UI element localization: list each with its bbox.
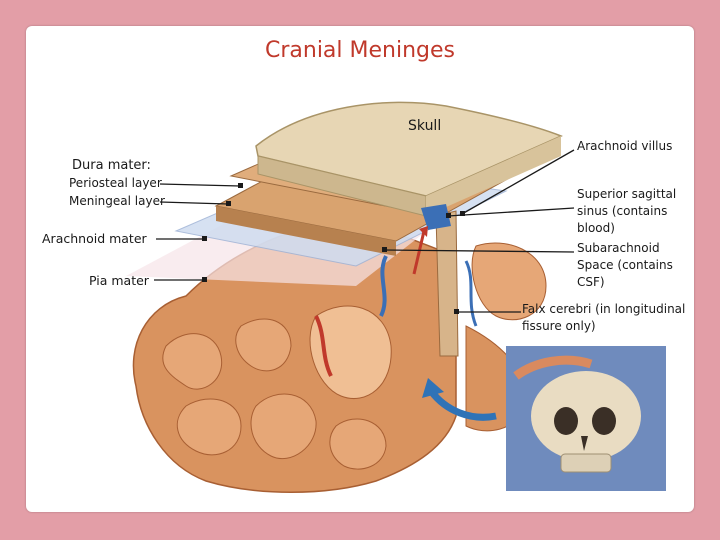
artery (314, 315, 333, 377)
dura-edge (216, 206, 396, 256)
periosteal-layer-label: Periosteal layer (69, 176, 162, 190)
vein (379, 255, 388, 317)
red-pointer (412, 230, 426, 275)
skull-inset-image (506, 346, 666, 491)
falx-cerebri (435, 210, 459, 357)
dura-mater-label: Dura mater: (72, 158, 151, 173)
meningeal-layer-label: Meningeal layer (69, 194, 165, 208)
skull-bone (255, 101, 563, 197)
meninges-illustration (126, 101, 666, 493)
slide: Cranial Meninges (26, 26, 694, 512)
pia-mater-label: Pia mater (89, 273, 149, 288)
subarachnoid-space-label: Subarachnoid Space (contains CSF) (577, 241, 673, 289)
rotation-arrow-icon (428, 388, 497, 421)
sagittal-sinus (421, 204, 451, 230)
vein-2 (464, 260, 478, 327)
arachnoid-villus-label: Arachnoid villus (577, 139, 673, 153)
superior-sagittal-sinus-label: Superior sagittal sinus (contains blood) (577, 187, 677, 235)
skull-side (426, 136, 561, 216)
leader-dots (202, 183, 465, 314)
skull-label: Skull (408, 118, 442, 134)
leader-lines (154, 149, 575, 313)
page-title: Cranial Meninges (264, 38, 455, 63)
falx-cerebri-label: Falx cerebri (in longitudinal fissure on… (522, 302, 686, 333)
arachnoid-mater-label: Arachnoid mater (42, 231, 147, 246)
